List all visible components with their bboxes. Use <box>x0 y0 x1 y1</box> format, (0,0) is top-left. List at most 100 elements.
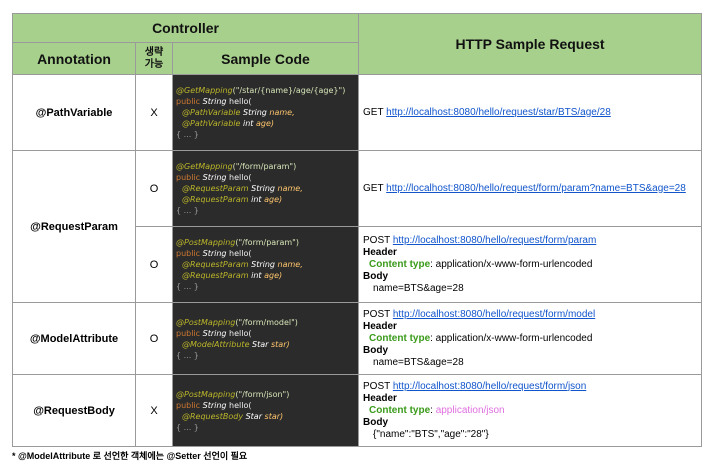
annotation-header: Annotation <box>12 42 136 75</box>
footnote: * @ModelAttribute 로 선언한 객체에는 @Setter 선언이… <box>12 451 248 461</box>
request-method: POST <box>363 380 393 392</box>
code-cell: @PostMapping("/form/param") public Strin… <box>171 226 360 303</box>
code-param-type: Star <box>252 339 271 349</box>
sample-code-header: Sample Code <box>171 42 360 75</box>
request-cell: GET http://localhost:8080/hello/request/… <box>358 150 703 227</box>
content-type-label: Content type <box>369 332 431 344</box>
code-param-type: Star <box>245 411 265 421</box>
code-param-name: star) <box>264 411 284 421</box>
request-url-link[interactable]: http://localhost:8080/hello/request/star… <box>386 106 611 118</box>
content-type-json: application/json <box>435 404 505 416</box>
code-param-name: star) <box>270 339 290 349</box>
code-type: String <box>202 173 230 182</box>
code-param-name: name, <box>277 184 303 193</box>
request-url-link[interactable]: http://localhost:8080/hello/request/form… <box>392 308 596 320</box>
code-cell: @PostMapping("/form/model") public Strin… <box>171 302 360 375</box>
content-type-value: : <box>430 404 436 416</box>
code-mapping: @PostMapping <box>176 317 236 327</box>
code-param-name: name, <box>277 260 303 269</box>
controller-header: Controller <box>11 13 360 43</box>
request-url-link[interactable]: http://localhost:8080/hello/request/form… <box>392 234 597 246</box>
request-body-value: name=BTS&age=28 <box>373 356 464 368</box>
request-body-label: Body <box>363 416 389 428</box>
code-path: ("/form/json") <box>235 389 290 399</box>
code-param-type: int <box>251 195 265 204</box>
content-type-value: : application/x-www-form-urlencoded <box>430 332 593 344</box>
code-type: String <box>202 328 230 338</box>
code-method: hello( <box>229 249 252 258</box>
table-row: @RequestParam O @GetMapping("/form/param… <box>12 150 703 303</box>
annotation-table: Controller HTTP Sample Request Annotatio… <box>11 13 703 447</box>
code-method: hello( <box>229 173 252 182</box>
annotation-cell: @RequestParam <box>12 150 136 303</box>
code-param-annotation: @ModelAttribute <box>182 339 253 349</box>
code-param-type: String <box>251 260 278 269</box>
code-end: { ... } <box>176 282 199 291</box>
request-cell: GET http://localhost:8080/hello/request/… <box>358 74 703 151</box>
request-method: POST <box>363 234 393 246</box>
code-path: ("/star/{name}/age/{age}") <box>232 86 346 95</box>
request-body-label: Body <box>363 270 389 282</box>
code-end: { ... } <box>176 130 199 139</box>
code-path: ("/form/param") <box>235 238 299 247</box>
content-type-value: : application/x-www-form-urlencoded <box>430 258 593 270</box>
code-param-annotation: @RequestParam <box>182 260 252 269</box>
optional-cell: O <box>135 150 173 227</box>
code-type: String <box>202 249 230 258</box>
table-row: @PathVariable X @GetMapping("/star/{name… <box>12 74 703 151</box>
request-body-value: {"name":"BTS","age":"28"} <box>373 428 489 440</box>
table-row: @ModelAttribute O @PostMapping("/form/mo… <box>12 302 703 375</box>
code-type: String <box>202 400 230 410</box>
request-header-label: Header <box>363 392 397 404</box>
request-url-link[interactable]: http://localhost:8080/hello/request/form… <box>392 380 587 392</box>
request-cell: POST http://localhost:8080/hello/request… <box>358 226 703 303</box>
code-keyword: public <box>176 400 203 410</box>
code-mapping: @PostMapping <box>176 389 236 399</box>
request-method: GET <box>363 106 387 118</box>
code-keyword: public <box>176 97 203 106</box>
code-end: { ... } <box>176 350 199 360</box>
request-method: GET <box>363 182 387 194</box>
code-method: hello( <box>229 97 252 106</box>
code-param-annotation: @RequestParam <box>182 195 252 204</box>
code-cell: @GetMapping("/star/{name}/age/{age}") pu… <box>171 74 360 151</box>
code-param-annotation: @PathVariable <box>182 119 243 128</box>
code-param-name: age) <box>264 195 283 204</box>
code-param-annotation: @RequestParam <box>182 271 252 280</box>
code-method: hello( <box>229 328 252 338</box>
annotation-cell: @RequestBody <box>12 374 136 447</box>
optional-header-text: 생략 가능 <box>144 46 164 70</box>
code-mapping: @GetMapping <box>176 162 233 171</box>
optional-cell: O <box>135 226 173 303</box>
optional-cell: O <box>135 302 173 375</box>
code-cell: @PostMapping("/form/json") public String… <box>171 374 360 447</box>
code-path: ("/form/model") <box>235 317 298 327</box>
code-param-name: age) <box>255 119 274 128</box>
optional-cell: X <box>135 74 173 151</box>
code-method: hello( <box>229 400 252 410</box>
request-cell: POST http://localhost:8080/hello/request… <box>358 374 703 447</box>
code-param-type: int <box>251 271 265 280</box>
request-header-label: Header <box>363 320 397 332</box>
code-param-annotation: @RequestBody <box>182 411 246 421</box>
http-request-header: HTTP Sample Request <box>358 13 703 75</box>
code-end: { ... } <box>176 206 199 215</box>
optional-header: 생략 가능 <box>135 42 173 75</box>
code-param-annotation: @PathVariable <box>182 108 243 117</box>
code-path: ("/form/param") <box>232 162 297 171</box>
code-keyword: public <box>176 249 203 258</box>
code-end: { ... } <box>176 422 199 432</box>
optional-cell: X <box>135 374 173 447</box>
code-cell: @GetMapping("/form/param") public String… <box>171 150 360 227</box>
request-method: POST <box>363 308 393 320</box>
table-row: O @PostMapping("/form/param") public Str… <box>13 226 703 303</box>
code-mapping: @GetMapping <box>176 86 233 95</box>
code-keyword: public <box>176 328 203 338</box>
request-url-link[interactable]: http://localhost:8080/hello/request/form… <box>386 182 686 194</box>
content-type-label: Content type <box>369 404 431 416</box>
request-body-label: Body <box>363 344 389 356</box>
code-type: String <box>202 97 230 106</box>
content-type-label: Content type <box>369 258 431 270</box>
code-param-type: String <box>242 108 270 117</box>
code-param-name: age) <box>264 271 283 280</box>
